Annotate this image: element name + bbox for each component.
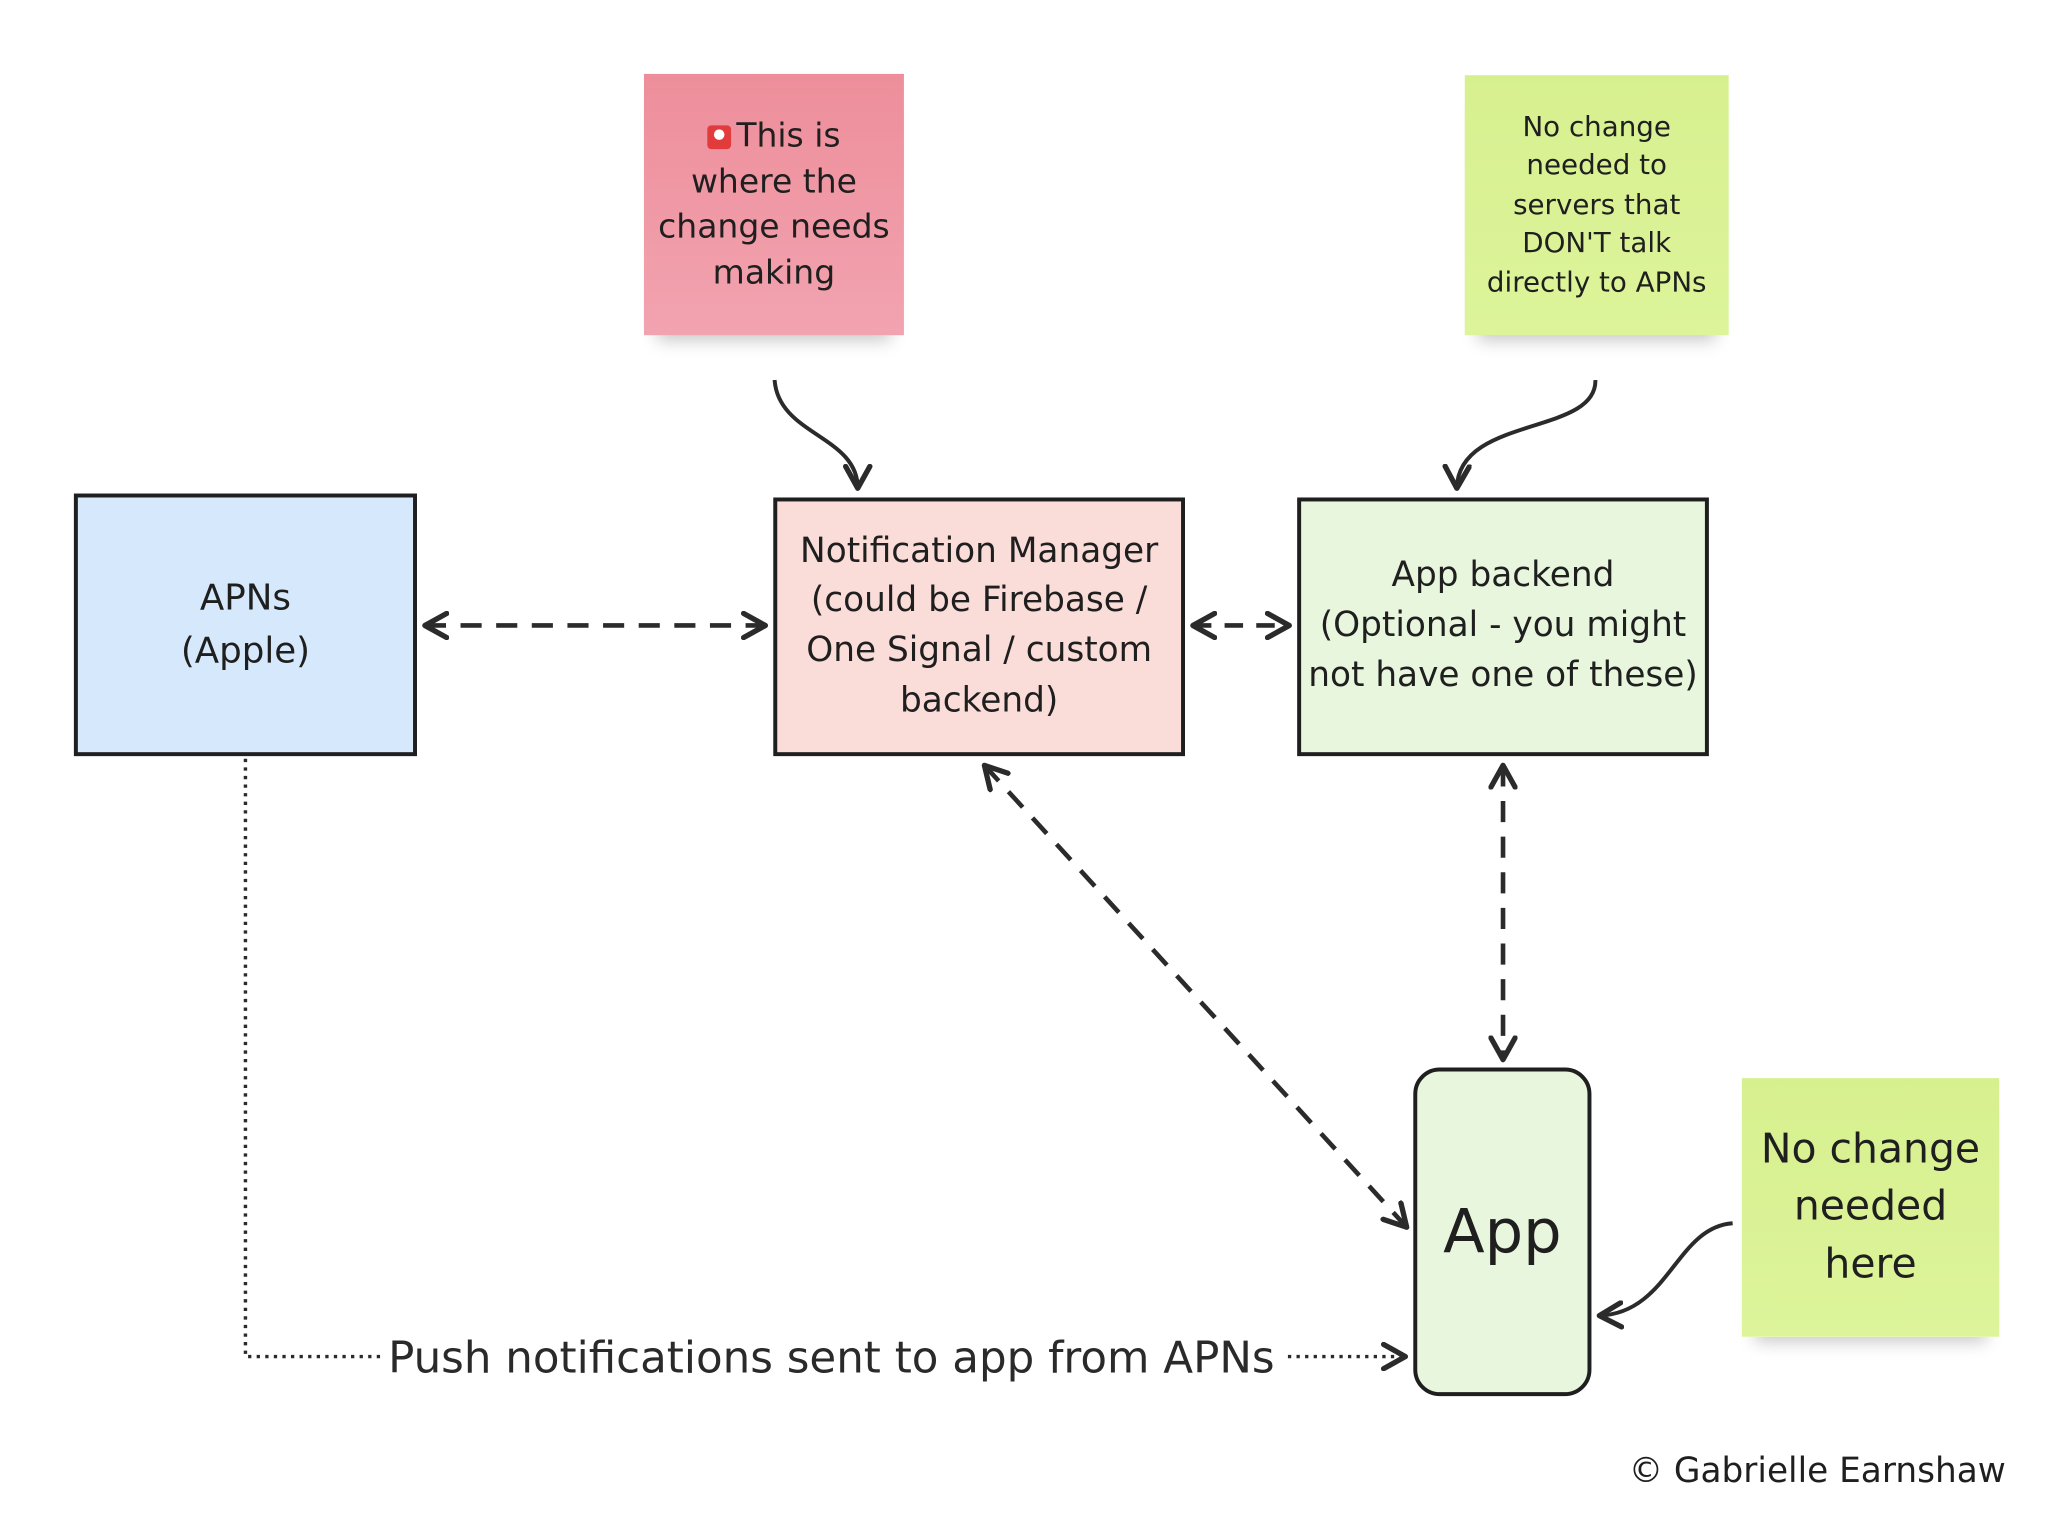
- pointer-red-sticky: [772, 379, 858, 488]
- sticky-note-no-change-app[interactable]: No change needed here: [1741, 1078, 2000, 1337]
- apns-node[interactable]: APNs (Apple): [73, 493, 417, 757]
- sticky-note-change-here-first-line: This is: [658, 113, 890, 159]
- sticky-red-line1: This is: [736, 116, 841, 155]
- edge-notification-manager-app: [984, 765, 1406, 1227]
- alert-light-icon: [707, 125, 732, 150]
- sticky-note-change-here-text: This is where the change needs making: [658, 113, 890, 295]
- push-notifications-edge-label: Push notifications sent to app from APNs: [388, 1331, 1275, 1383]
- app-node[interactable]: App: [1413, 1067, 1592, 1397]
- copyright-text: © Gabrielle Earnshaw: [1628, 1451, 2006, 1492]
- sticky-green-top-text: No change needed to servers that DON'T t…: [1486, 110, 1707, 298]
- sticky-note-no-change-servers[interactable]: No change needed to servers that DON'T t…: [1464, 75, 1729, 336]
- edge-apns-push-left: [243, 758, 386, 1359]
- sticky-red-rest: where the change needs making: [658, 161, 890, 291]
- pointer-green-bottom-sticky: [1599, 1221, 1733, 1315]
- app-label: App: [1443, 1195, 1562, 1268]
- notification-manager-node[interactable]: Notification Manager (could be Firebase …: [773, 497, 1186, 757]
- app-backend-label: App backend (Optional - you might not ha…: [1308, 556, 1698, 696]
- pointer-green-top-sticky: [1457, 379, 1598, 488]
- app-backend-node[interactable]: App backend (Optional - you might not ha…: [1297, 497, 1709, 757]
- sticky-note-change-here[interactable]: This is where the change needs making: [643, 73, 904, 336]
- apns-label: APNs (Apple): [180, 578, 311, 672]
- sticky-green-bottom-text: No change needed here: [1760, 1125, 1981, 1288]
- notification-manager-label: Notification Manager (could be Firebase …: [800, 531, 1159, 721]
